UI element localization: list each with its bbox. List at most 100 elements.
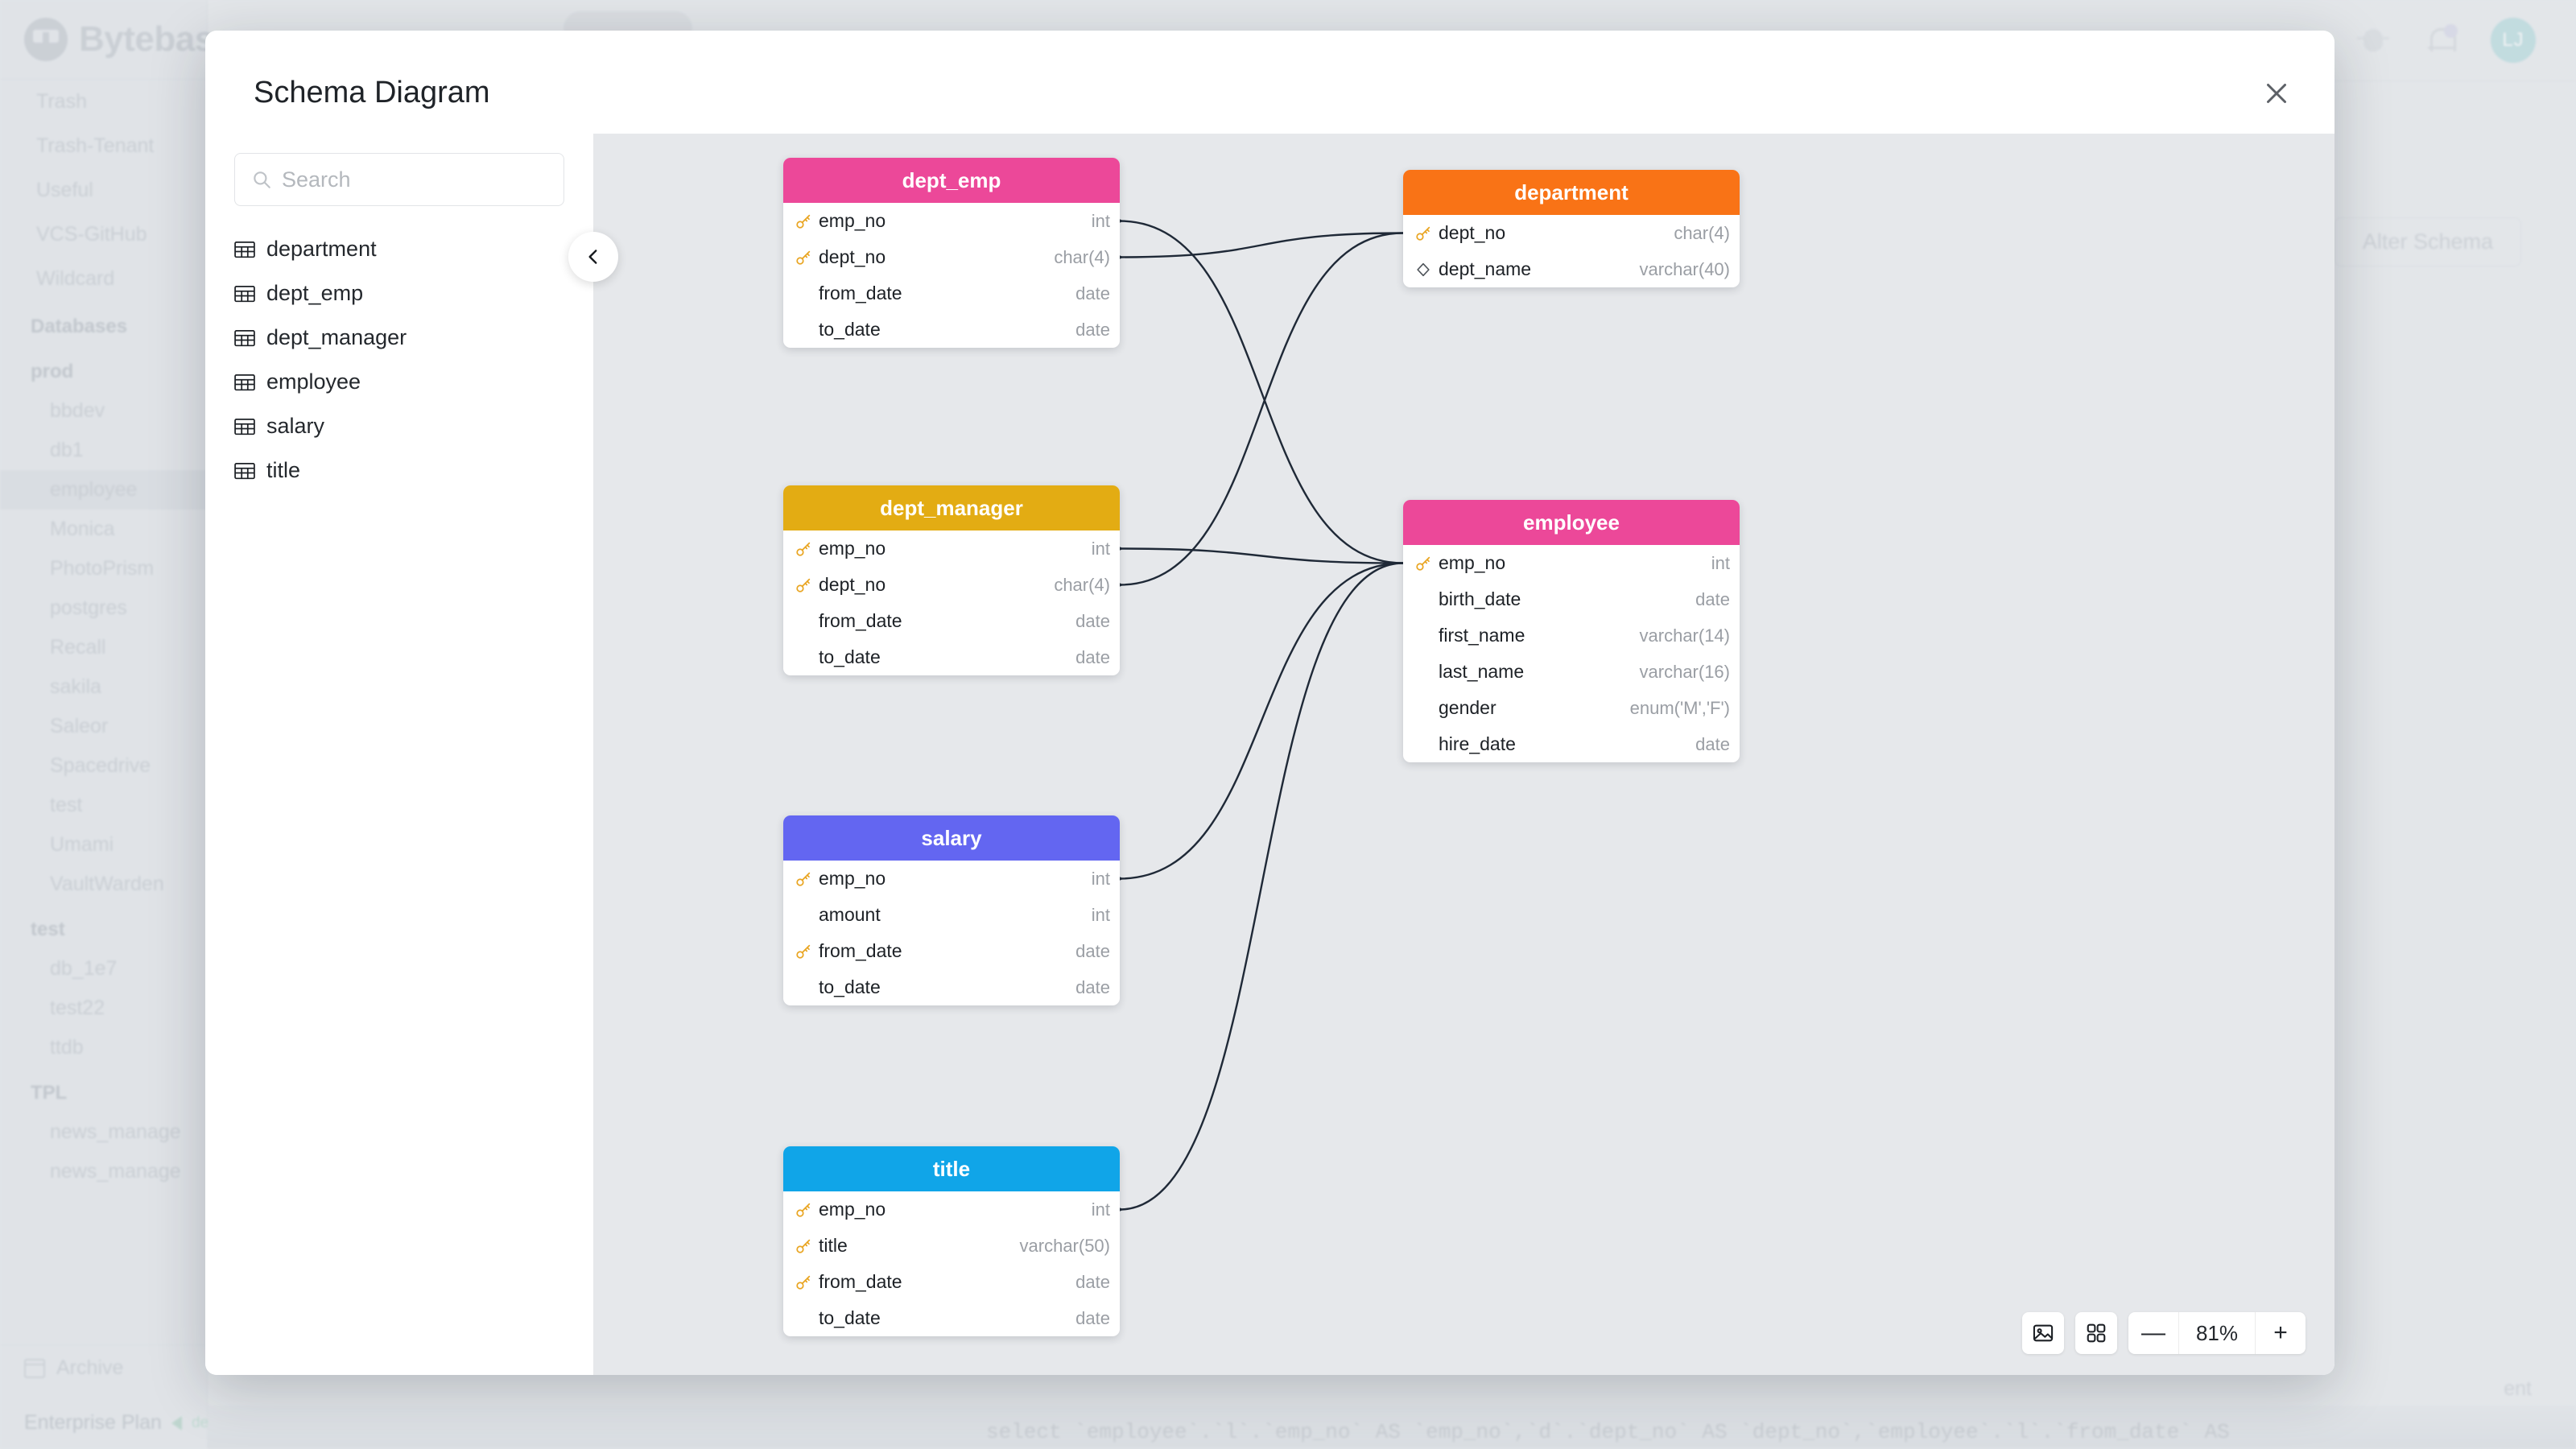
- column-name: amount: [819, 904, 881, 925]
- table-list-item-salary[interactable]: salary: [234, 404, 564, 448]
- db-item-monica[interactable]: Monica: [50, 518, 115, 540]
- table-list-item-department[interactable]: department: [234, 227, 564, 271]
- relation-edge: [1120, 549, 1403, 564]
- primary-key-icon: [1414, 555, 1439, 572]
- sidebar-item-wildcard[interactable]: Wildcard: [36, 267, 115, 290]
- sidebar-item-vcs-github[interactable]: VCS-GitHub: [36, 223, 147, 246]
- app-logo[interactable]: Bytebase: [0, 0, 233, 79]
- table-list-item-title[interactable]: title: [234, 448, 564, 493]
- search-input[interactable]: [282, 167, 564, 192]
- column-type: date: [1075, 1271, 1110, 1292]
- bell-icon[interactable]: [2423, 23, 2458, 58]
- table-column-row[interactable]: to_date date: [783, 312, 1120, 348]
- db-item-saleor[interactable]: Saleor: [50, 715, 109, 737]
- table-list-item-label: title: [266, 458, 301, 482]
- column-name: hire_date: [1439, 733, 1516, 754]
- db-item-news-manage-2[interactable]: news_manage: [50, 1160, 181, 1183]
- column-type: int: [1091, 904, 1110, 925]
- sidebar-item-archive[interactable]: Archive: [0, 1344, 207, 1391]
- table-node-header: salary: [783, 815, 1120, 861]
- chevron-left-icon: [588, 250, 597, 264]
- sidebar-item-trash-tenant[interactable]: Trash-Tenant: [36, 134, 155, 157]
- archive-label: Archive: [56, 1356, 124, 1379]
- sql-band: [208, 1406, 2576, 1449]
- speaker-icon: [171, 1415, 182, 1430]
- sidebar-item-trash[interactable]: Trash: [36, 90, 87, 113]
- column-type: date: [1075, 319, 1110, 340]
- column-type: date: [1075, 976, 1110, 997]
- db-item-bbdev[interactable]: bbdev: [50, 399, 105, 422]
- search-box[interactable]: [234, 153, 564, 206]
- db-item-test22[interactable]: test22: [50, 997, 105, 1019]
- table-list-item-employee[interactable]: employee: [234, 360, 564, 404]
- primary-key-icon: [795, 576, 819, 594]
- canvas-toolbar: — 81% +: [2022, 1312, 2306, 1354]
- zoom-out-button[interactable]: —: [2141, 1319, 2165, 1346]
- db-item-recall[interactable]: Recall: [50, 636, 106, 658]
- db-item-news-manage-1[interactable]: news_manage: [50, 1121, 181, 1143]
- bug-icon[interactable]: [2355, 23, 2391, 58]
- right-stub-label: ent: [2504, 1377, 2532, 1400]
- export-image-button[interactable]: [2022, 1312, 2064, 1354]
- db-item-photoprism[interactable]: PhotoPrism: [50, 557, 155, 580]
- avatar[interactable]: LJ: [2491, 18, 2536, 63]
- db-item-test[interactable]: test: [50, 794, 83, 816]
- sidebar-item-useful[interactable]: Useful: [36, 179, 93, 201]
- table-list-item-dept-manager[interactable]: dept_manager: [234, 316, 564, 360]
- table-list-item-label: employee: [266, 369, 361, 394]
- column-name: dept_no: [1439, 222, 1506, 243]
- db-item-db-1e7[interactable]: db_1e7: [50, 957, 118, 980]
- column-type: int: [1711, 552, 1730, 573]
- databases-section-label: Databases: [31, 316, 128, 337]
- alter-schema-button[interactable]: Alter Schema: [2334, 217, 2521, 266]
- db-item-umami[interactable]: Umami: [50, 833, 114, 856]
- zoom-controls: — 81% +: [2128, 1312, 2306, 1354]
- db-item-spacedrive[interactable]: Spacedrive: [50, 754, 151, 777]
- column-name: to_date: [819, 319, 881, 340]
- layout-button[interactable]: [2075, 1312, 2117, 1354]
- column-type: date: [1695, 588, 1730, 609]
- db-item-sakila[interactable]: sakila: [50, 675, 101, 698]
- db-item-db1[interactable]: db1: [50, 439, 84, 461]
- db-item-ttdb[interactable]: ttdb: [50, 1036, 84, 1059]
- collapse-panel-button[interactable]: [568, 232, 618, 282]
- db-item-postgres[interactable]: postgres: [50, 597, 127, 619]
- db-item-employee[interactable]: employee: [0, 470, 207, 510]
- table-list-item-dept-emp[interactable]: dept_emp: [234, 271, 564, 316]
- bytebase-logo-icon: [24, 18, 68, 61]
- db-item-vaultwarden[interactable]: VaultWarden: [50, 873, 164, 895]
- zoom-in-button[interactable]: +: [2273, 1319, 2288, 1346]
- close-button[interactable]: [2254, 71, 2299, 116]
- column-name: title: [819, 1235, 848, 1256]
- table-column-row[interactable]: amount int: [783, 897, 1120, 933]
